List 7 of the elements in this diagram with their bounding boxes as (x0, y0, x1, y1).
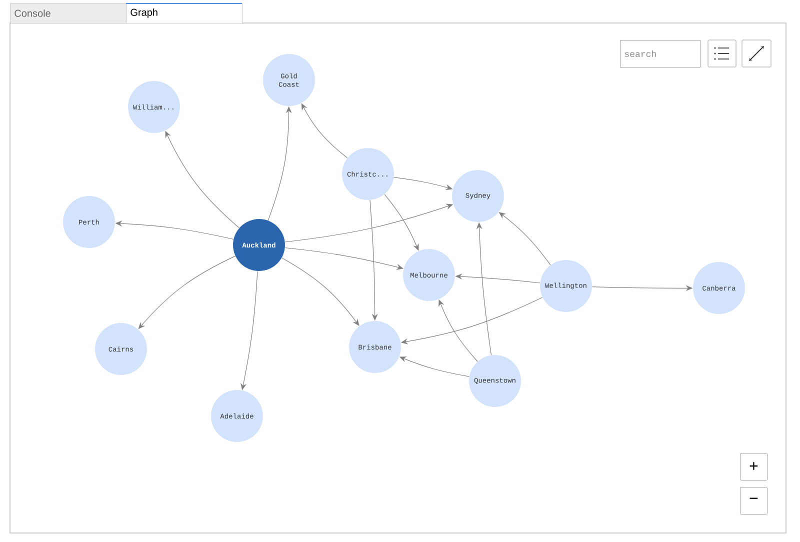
tab: Graph (126, 3, 242, 24)
arrow (384, 194, 419, 251)
tab: Console (10, 3, 126, 24)
zoom-in-button: + (740, 453, 768, 480)
zoom-out-button: − (740, 487, 768, 514)
search-field: search (620, 40, 700, 68)
arrow (282, 258, 360, 326)
